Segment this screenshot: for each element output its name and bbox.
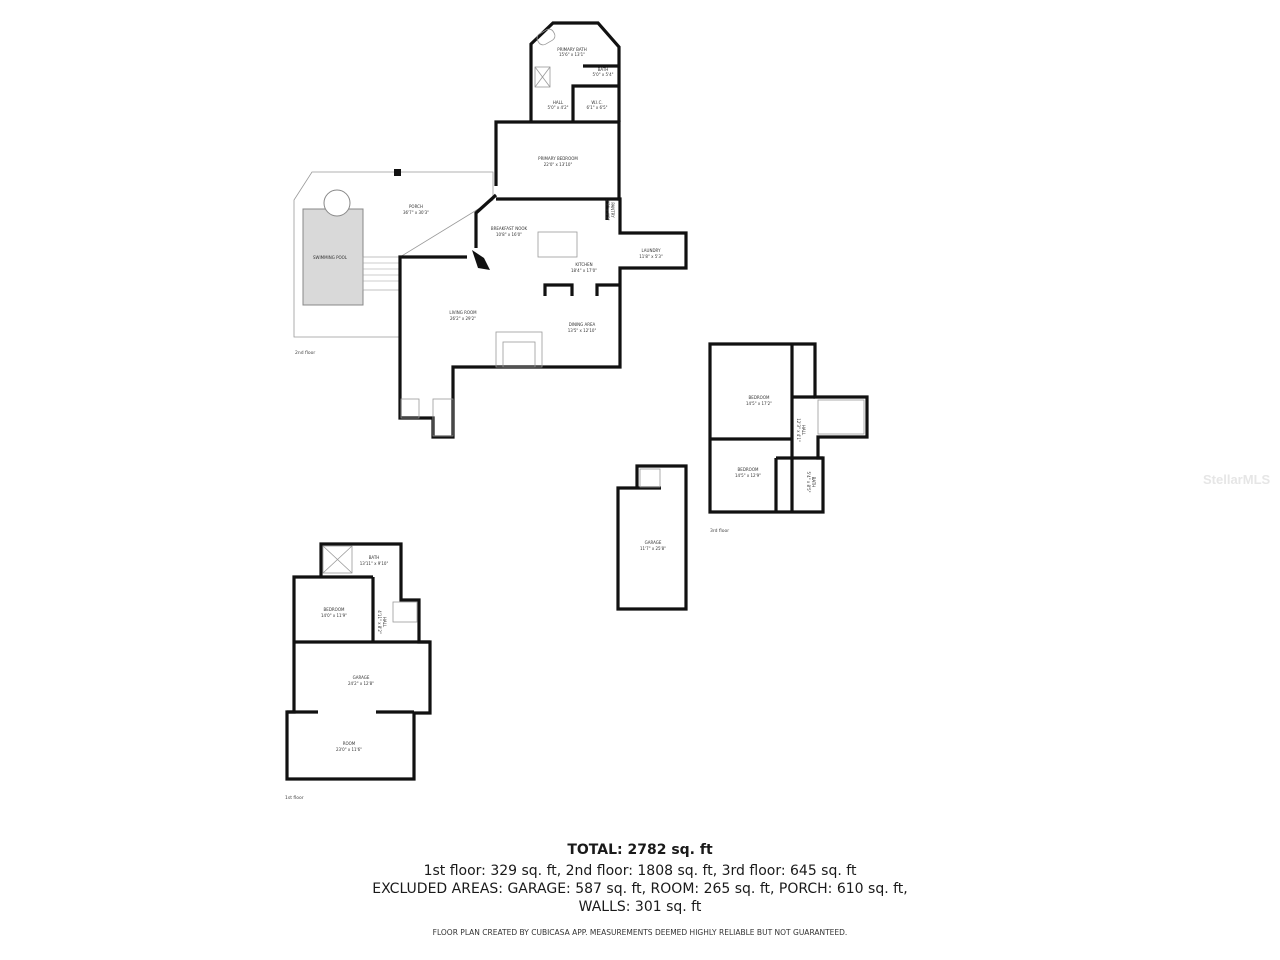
first-floor-plan: BATH 13'11" x 9'10" BEDROOM 14'0" x 11'9… — [285, 542, 432, 801]
room-dims: 5'0" x 5'4" — [593, 72, 614, 77]
third-floor-walls — [708, 342, 869, 514]
shower — [322, 545, 353, 574]
room-dims: 26'2" x 29'2" — [450, 316, 476, 321]
room-dims: 36'7" x 30'3" — [403, 210, 429, 215]
room-name: ROOM — [343, 741, 356, 746]
room-dims: 11'8" x 5'3" — [639, 254, 663, 259]
room-dims: 5'4" x 8'5" — [806, 472, 811, 493]
room-name: BEDROOM — [749, 395, 770, 400]
kitchen-counter — [543, 283, 574, 296]
room-name: PRIMARY BATH — [557, 47, 586, 52]
room-dims: 14'0" x 11'9" — [321, 613, 347, 618]
bathtub — [536, 28, 556, 46]
garage-walls — [616, 464, 688, 611]
floor-label: 1st floor — [285, 795, 304, 801]
room-name: GARAGE — [353, 675, 370, 680]
walls-area: WALLS: 301 sq. ft — [578, 899, 702, 915]
room-dims: 24'2" x 12'8" — [348, 681, 374, 686]
room-name: BATH — [598, 67, 609, 72]
room-dims: 12'3" x 4'1" — [796, 418, 801, 442]
watermark-logo: StellarMLS — [1203, 472, 1271, 487]
room-dims: 11'7" x 25'8" — [640, 546, 666, 551]
main-floor-walls — [398, 120, 688, 439]
room-name: PANTRY — [610, 202, 615, 218]
room-name: W.I.C. — [591, 100, 602, 105]
room-dims: 23'0" x 11'6" — [336, 747, 362, 752]
disclaimer: FLOOR PLAN CREATED BY CUBICASA APP. MEAS… — [432, 928, 848, 937]
room-name: LAUNDRY — [641, 248, 661, 253]
third-floor-stairs — [817, 399, 865, 435]
rear-stairs — [400, 398, 454, 437]
room-name: LIVING ROOM — [449, 310, 477, 315]
room-name: PORCH — [409, 204, 423, 209]
room-name: SWIMMING POOL — [313, 255, 348, 260]
kitchen-closet — [595, 283, 620, 296]
total-area: TOTAL: 2782 sq. ft — [567, 842, 713, 858]
wic-wall — [571, 84, 619, 122]
shower — [534, 66, 551, 88]
room-name: BEDROOM — [324, 607, 345, 612]
first-floor-walls — [285, 542, 432, 781]
floor-label: 2nd floor — [295, 350, 315, 356]
room-name: BEDROOM — [738, 467, 759, 472]
room-name: KITCHEN — [575, 262, 592, 267]
room-name: BATH — [811, 477, 816, 488]
third-floor-plan: BEDROOM 14'5" x 17'2" BEDROOM 14'5" x 12… — [616, 342, 869, 611]
room-name: DINING AREA — [569, 322, 596, 327]
room-name: BREAKFAST NOOK — [491, 226, 528, 231]
room-name: HALL — [801, 425, 806, 436]
room-name: GARAGE — [645, 540, 662, 545]
spa-circle — [323, 189, 351, 217]
room-dims: 13'11" x 9'10" — [360, 561, 389, 566]
second-floor-plan: PRIMARY BATH 15'6" x 13'1" BATH 5'0" x 5… — [293, 21, 688, 439]
excluded-areas: EXCLUDED AREAS: GARAGE: 587 sq. ft, ROOM… — [372, 881, 908, 897]
primary-bath-walls — [529, 21, 621, 122]
porch-stairs — [362, 256, 401, 291]
room-dims: 5'0" x 4'2" — [548, 105, 569, 110]
room-dims: 14'5" x 12'9" — [735, 473, 761, 478]
room-dims: 2'3" x 4'5" — [605, 200, 610, 221]
floor-label: 3rd floor — [710, 528, 729, 534]
room-dims: 15'6" x 13'1" — [559, 52, 585, 57]
room-dims: 22'0" x 13'10" — [544, 162, 573, 167]
room-dims: 18'4" x 17'0" — [571, 268, 597, 273]
room-dims: 6'1" x 6'5" — [587, 105, 608, 110]
black-post — [394, 169, 401, 176]
room-name: PRIMARY BEDROOM — [538, 156, 578, 161]
room-name: HALL — [382, 617, 387, 628]
kitchen-island — [537, 231, 578, 258]
room-name: HALL — [553, 100, 564, 105]
room-dims: 13'5" x 12'10" — [568, 328, 597, 333]
room-dims: 10'8" x 16'0" — [496, 232, 522, 237]
floor-areas: 1st floor: 329 sq. ft, 2nd floor: 1808 s… — [423, 863, 857, 879]
room-name: BATH — [369, 555, 380, 560]
first-floor-stairs — [392, 601, 418, 623]
nook-walls — [474, 193, 498, 248]
fireplace-corner — [472, 250, 490, 270]
room-dims: 4'11" x 8'2" — [377, 610, 382, 634]
room-dims: 14'5" x 17'2" — [746, 401, 772, 406]
